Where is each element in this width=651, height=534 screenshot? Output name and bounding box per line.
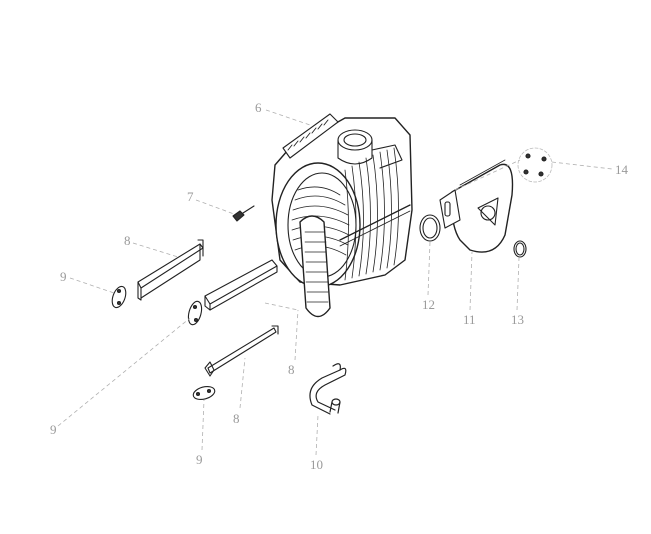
callout-9a: 9	[60, 269, 67, 284]
fan-housing	[439, 159, 514, 253]
callout-12: 12	[422, 297, 435, 312]
callout-9c: 9	[196, 452, 203, 467]
callout-14: 14	[615, 162, 628, 177]
gasket-lower	[192, 385, 216, 401]
o-ring-small	[513, 240, 527, 258]
callout-8c: 8	[233, 411, 240, 426]
bent-tube	[309, 363, 347, 415]
callout-7: 7	[187, 189, 194, 204]
bracket-lower	[204, 325, 279, 377]
callout-9b: 9	[50, 422, 57, 437]
callout-8b: 8	[288, 362, 295, 377]
sensor-part	[232, 205, 255, 222]
callout-11: 11	[463, 312, 476, 327]
gasket-center	[187, 300, 203, 326]
leader-lines	[57, 109, 613, 456]
bracket-center	[204, 259, 278, 311]
callout-8a: 8	[124, 233, 131, 248]
o-ring-large	[419, 214, 441, 242]
bracket-upper-left	[137, 239, 204, 301]
screws	[517, 147, 553, 183]
callout-10: 10	[310, 457, 323, 472]
callout-13: 13	[511, 312, 524, 327]
gasket-left	[111, 285, 127, 309]
callout-6: 6	[255, 100, 262, 115]
heat-exchanger-body	[271, 113, 413, 318]
